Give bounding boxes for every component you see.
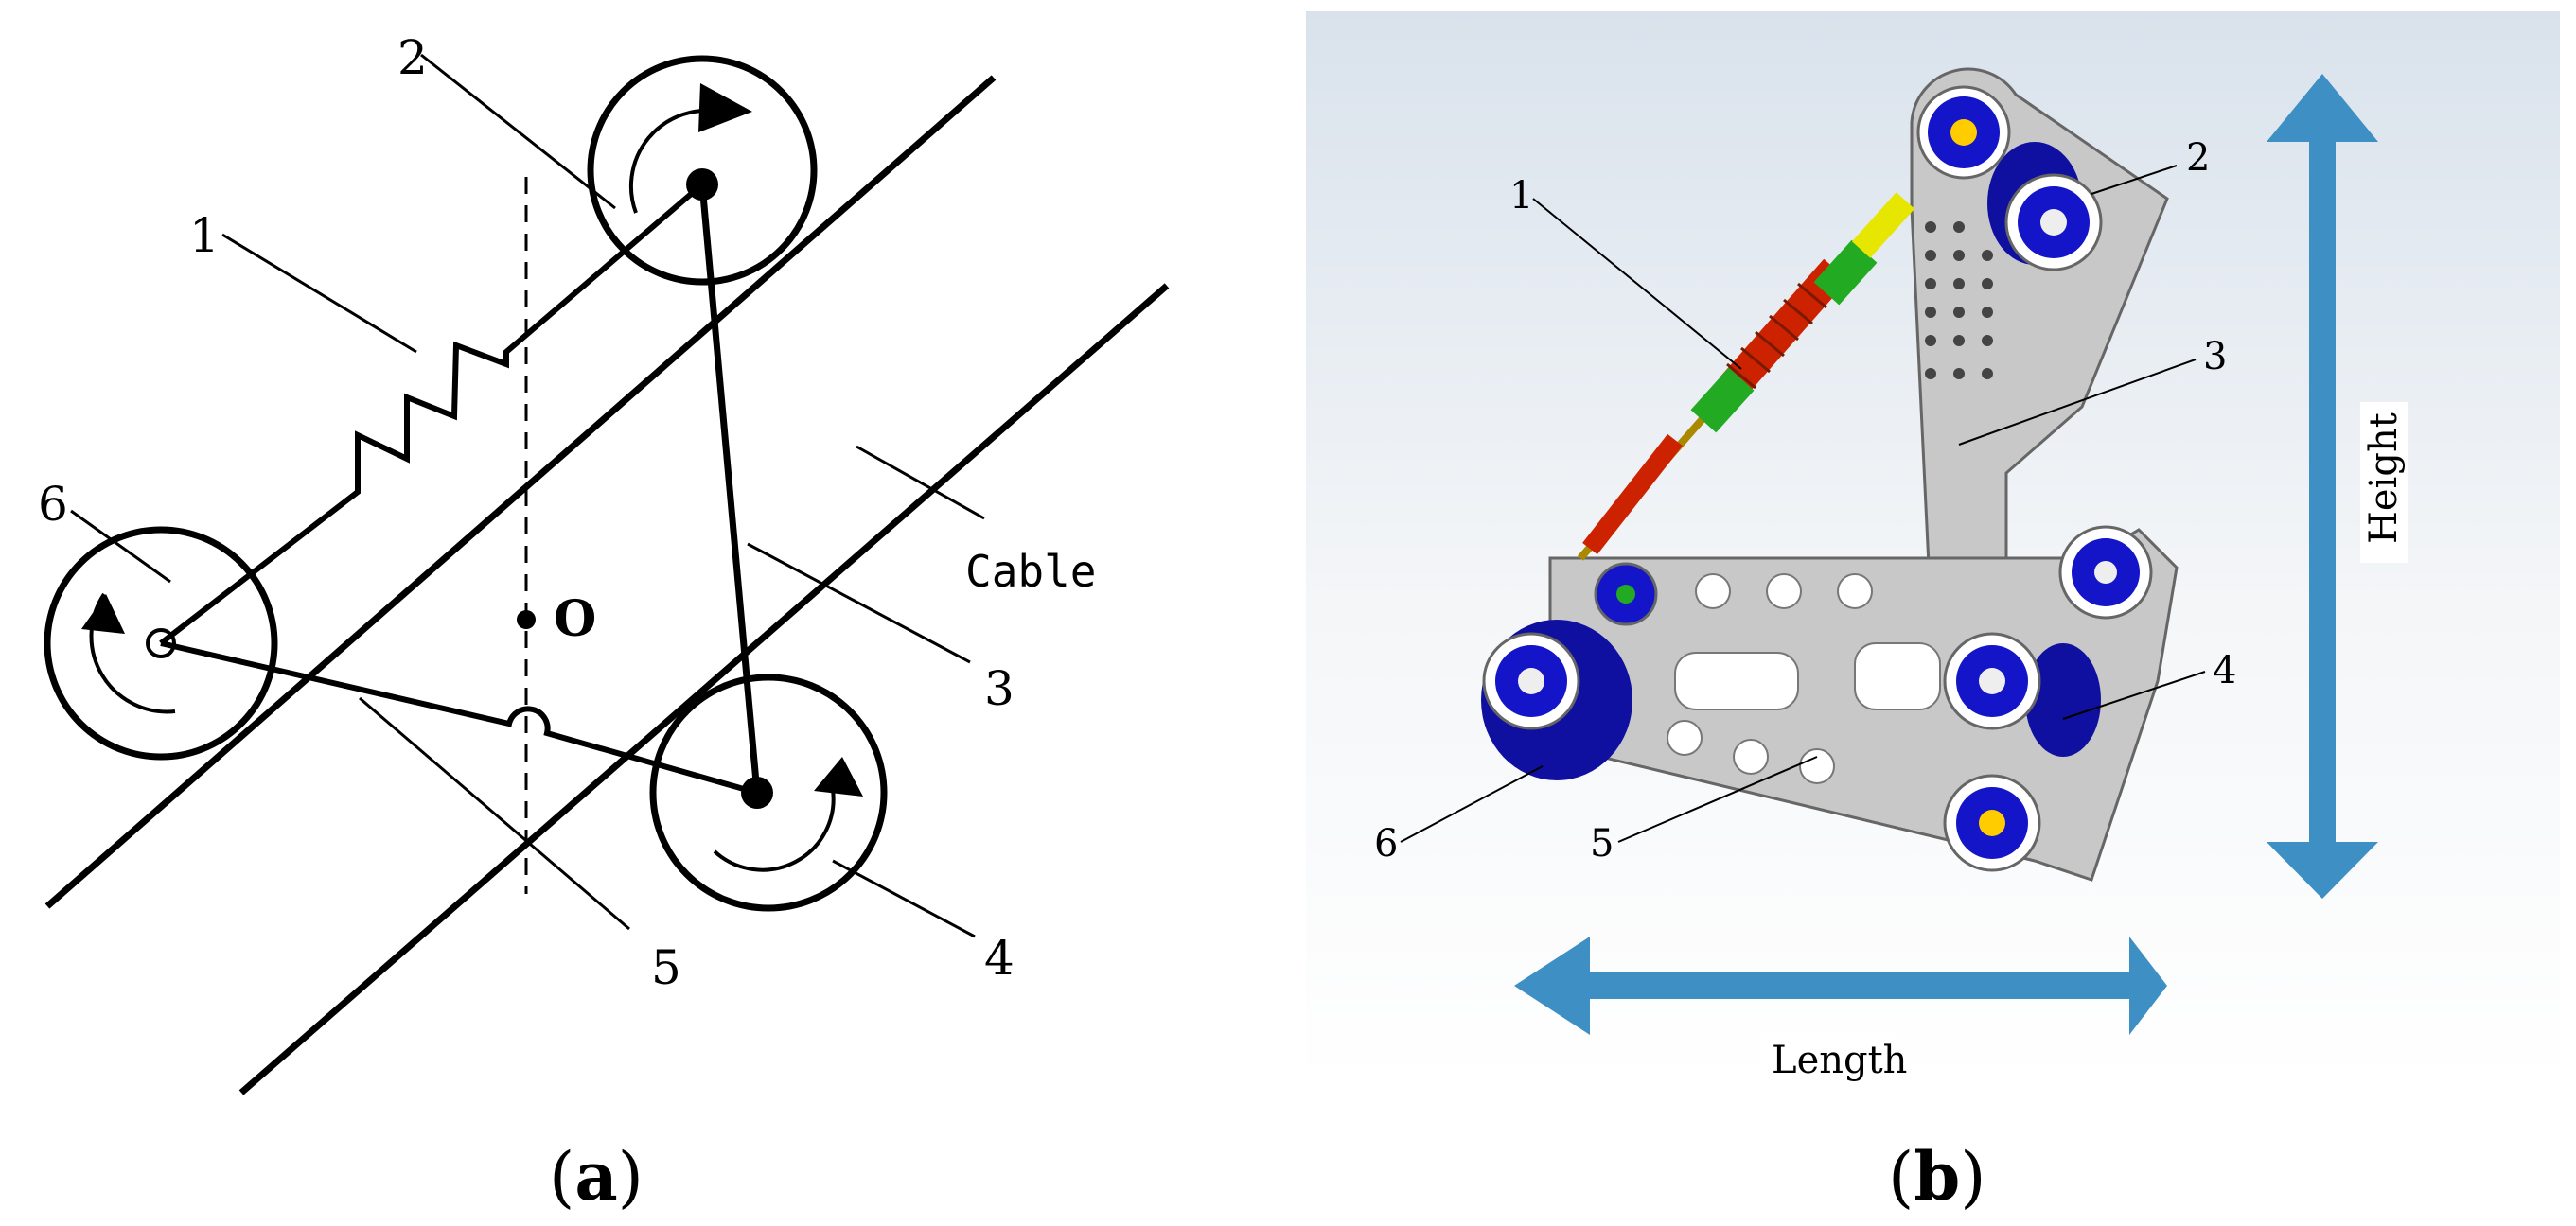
label-b-5: 5 [1590,822,1614,866]
wheel-b-6 [1481,620,1632,780]
center-point-o [517,610,536,629]
label-a-5: 5 [651,940,681,995]
label-b-4: 4 [2213,649,2236,692]
label-a-3: 3 [984,661,1015,716]
link-5 [160,640,758,796]
height-arrow: Height [2267,74,2408,899]
spring-damper-1 [1577,192,1915,561]
label-a-cable: Cable [965,546,1096,597]
label-b-6: 6 [1374,822,1398,866]
wheel-b-small-top-left [1594,562,1658,626]
caption-a: (a) [549,1137,644,1216]
wheel-b-top [1916,85,2011,180]
label-a-1: 1 [189,208,220,263]
length-arrow: Length [1514,937,2167,1084]
label-b-2: 2 [2186,136,2210,180]
wheel-b-bottom [1943,774,2041,872]
link-3 [698,184,761,794]
label-a-2: 2 [397,30,428,85]
label-b-3: 3 [2203,335,2227,378]
height-label: Height [2362,412,2406,544]
spring-1 [159,182,704,646]
wheel-b-2 [1987,142,2103,271]
cable-line-lower [238,283,1170,1095]
length-label: Length [1772,1039,1907,1082]
wheel-4 [649,674,888,912]
panel-b-render: Height Length [1306,11,2560,1088]
label-a-4: 4 [984,931,1015,986]
wheel-b-right [2058,525,2153,620]
upper-arm-3 [1910,67,2169,607]
caption-b: (b) [1888,1137,1986,1216]
center-label-o: O [554,590,596,648]
panel-a-schematic: O 1 2 6 3 Cable 5 4 [38,30,1170,1095]
label-b-1: 1 [1509,174,1533,218]
label-a-6: 6 [38,477,68,532]
cable-line-upper [44,75,997,909]
wheel-b-4 [1943,632,2101,757]
